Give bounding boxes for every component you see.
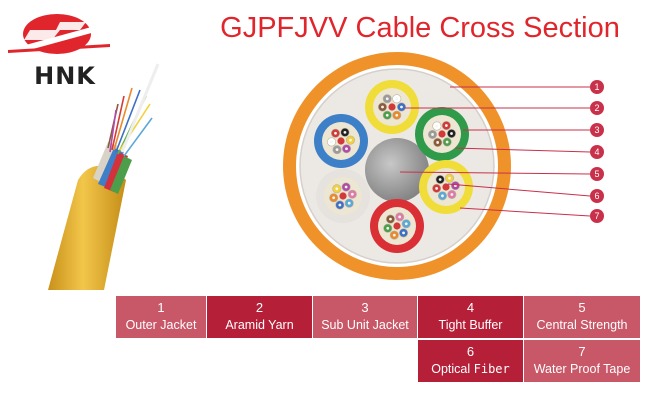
tight-buffer-fiber xyxy=(438,130,446,138)
fiber-core xyxy=(445,140,449,144)
fiber-core xyxy=(438,178,442,181)
fiber-core xyxy=(385,113,389,117)
fiber-core xyxy=(431,133,434,136)
logo-emblem-icon xyxy=(8,14,110,54)
fiber-core xyxy=(404,222,408,226)
fiber-core xyxy=(335,187,339,191)
legend-item-tight-buffer: 4 Tight Buffer xyxy=(418,296,523,338)
side-view-subunits xyxy=(93,142,132,194)
fiber-core xyxy=(334,131,337,135)
tight-buffer-fibers xyxy=(327,94,460,240)
legend-label-suffix: Fiber xyxy=(473,362,510,376)
central-strength-member xyxy=(365,138,429,202)
legend-item-sub-unit-jacket: 3 Sub Unit Jacket xyxy=(313,296,417,338)
fiber-core xyxy=(332,196,336,200)
legend-item-outer-jacket: 1 Outer Jacket xyxy=(116,296,206,338)
fiber-core xyxy=(330,140,333,144)
fiber-core xyxy=(386,226,390,230)
legend-number: 6 xyxy=(466,344,475,359)
hnk-logo: HNK xyxy=(0,0,120,100)
legend-label: Sub Unit Jacket xyxy=(321,318,409,332)
fiber-core xyxy=(402,231,405,235)
callout-1: 1 xyxy=(590,80,604,94)
side-view-cable xyxy=(48,63,160,290)
tight-buffer-fiber xyxy=(442,183,450,191)
fiber-core xyxy=(395,113,399,117)
tight-buffer-fiber xyxy=(388,103,396,111)
callout-4: 4 xyxy=(590,145,604,159)
fiber-core xyxy=(450,193,454,196)
callout-3: 3 xyxy=(590,123,604,137)
callout-7: 7 xyxy=(590,209,604,223)
fiber-core xyxy=(385,97,389,101)
fiber-core xyxy=(435,124,439,128)
fiber-core xyxy=(392,233,396,237)
legend-number: 3 xyxy=(361,300,369,315)
tight-buffer-fiber xyxy=(339,192,347,200)
fiber-core xyxy=(349,138,352,142)
logo-text: HNK xyxy=(34,62,96,90)
tight-buffer-fiber xyxy=(393,222,401,230)
fiber-core xyxy=(435,186,438,190)
tight-buffer-fiber xyxy=(337,137,345,145)
cross-section xyxy=(283,52,591,280)
fiber-core xyxy=(450,132,453,135)
legend-item-water-proof-tape: 7 Water Proof Tape xyxy=(524,340,640,382)
fiber-core xyxy=(335,148,339,152)
fiber-core xyxy=(389,217,392,221)
callout-2: 2 xyxy=(590,101,604,115)
fiber-core xyxy=(345,147,348,151)
callout-6: 6 xyxy=(590,189,604,203)
fiber-core xyxy=(398,215,402,219)
legend-label: Central Strength xyxy=(536,318,628,332)
side-view-fibers xyxy=(107,63,160,157)
legend-label: Outer Jacket xyxy=(125,318,197,332)
legend-number: 4 xyxy=(466,300,475,315)
legend-item-central-strength: 5 Central Strength xyxy=(524,296,640,338)
fiber-core xyxy=(338,203,342,207)
fiber-core xyxy=(444,124,448,127)
legend-item-aramid-yarn: 2 Aramid Yarn xyxy=(207,296,312,338)
legend-label-prefix: Optical xyxy=(431,362,474,376)
legend-label: Aramid Yarn xyxy=(225,318,294,332)
cable-illustration xyxy=(48,52,591,290)
legend-label: Tight Buffer xyxy=(438,318,503,332)
fiber-core xyxy=(395,97,399,101)
fiber-core xyxy=(400,105,403,109)
fiber-core xyxy=(381,105,384,109)
fiber-core xyxy=(347,201,351,205)
legend-number: 2 xyxy=(255,300,264,315)
legend-number: 1 xyxy=(157,300,165,315)
fiber-core xyxy=(350,192,354,196)
legend-item-optical-fiber: 6 Optical Fiber xyxy=(418,340,523,382)
callout-leader-lines xyxy=(399,86,591,217)
fiber-core xyxy=(344,185,348,189)
legend-number: 5 xyxy=(578,300,586,315)
fiber-core xyxy=(448,176,451,180)
page-title: GJPFJVV Cable Cross Section xyxy=(220,12,620,44)
legend-label: Optical Fiber xyxy=(418,360,523,378)
legend-number: 7 xyxy=(578,344,586,359)
fiber-core xyxy=(343,130,347,134)
fiber-core xyxy=(441,194,444,198)
legend-label: Water Proof Tape xyxy=(533,362,631,376)
fiber-core xyxy=(436,141,440,144)
callout-5: 5 xyxy=(590,167,604,181)
